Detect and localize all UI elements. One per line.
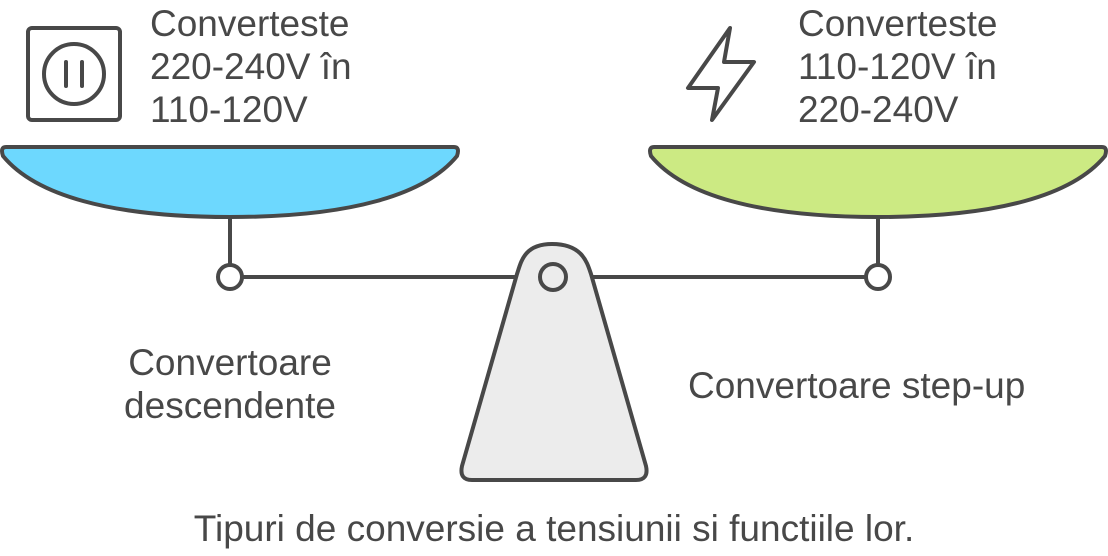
pivot-circle (538, 262, 568, 292)
right-pan-line-2: 110-120V în (798, 45, 997, 87)
right-joint (864, 263, 892, 291)
scale-base (459, 242, 649, 482)
left-caption-line-1: Convertoare (128, 342, 332, 383)
lightning-bolt-icon (686, 26, 756, 122)
left-pan-label: Converteste 220-240V în 110-120V (150, 3, 352, 132)
right-pan-line-1: Converteste (798, 3, 998, 44)
right-caption: Convertoare step-up (688, 365, 1026, 406)
right-pan-label: Converteste 110-120V în 220-240V (798, 3, 998, 132)
right-pan (648, 145, 1108, 219)
left-caption: Convertoare descendente (110, 342, 350, 428)
left-pan-line-2: 220-240V în (150, 45, 352, 87)
right-pan-line-3: 220-240V (798, 88, 959, 130)
left-pan-line-3: 110-120V (150, 88, 308, 130)
left-pan-line-1: Converteste (150, 3, 350, 44)
left-pan (0, 145, 460, 219)
left-caption-line-2: descendente (124, 384, 336, 426)
power-outlet-icon (26, 26, 122, 122)
main-caption: Tipuri de conversie a tensiunii si funct… (193, 508, 915, 549)
left-joint (216, 263, 244, 291)
